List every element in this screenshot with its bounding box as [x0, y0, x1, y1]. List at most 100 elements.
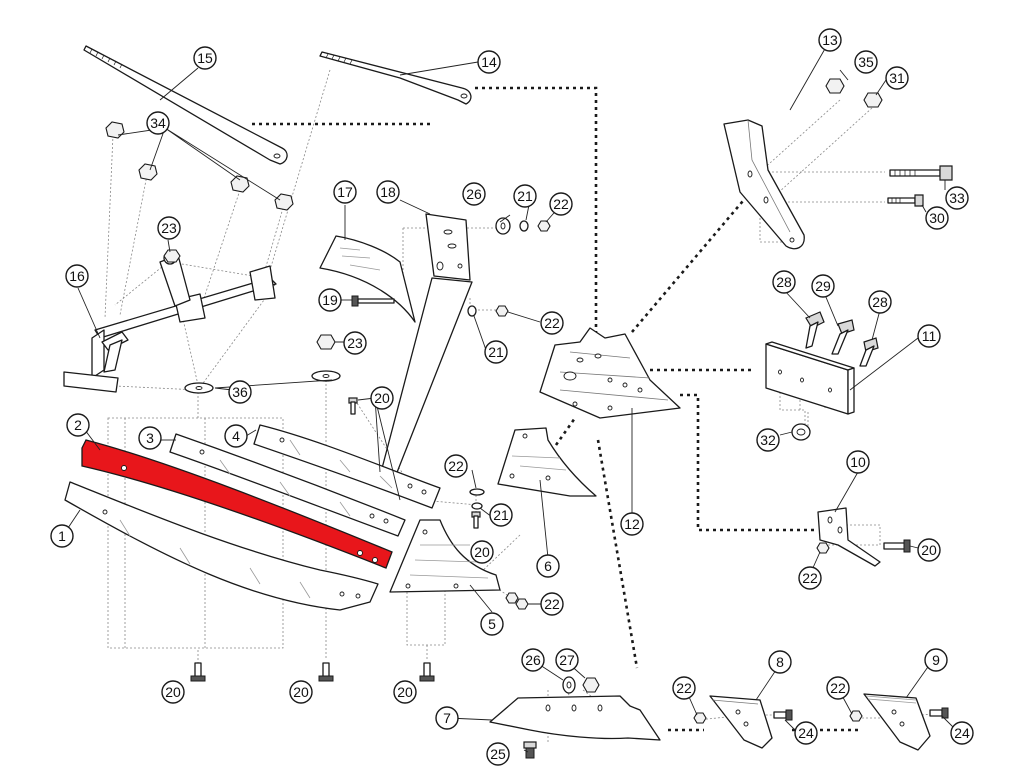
callout-8[interactable]: 8 — [768, 650, 792, 674]
callout-15[interactable]: 15 — [193, 46, 217, 70]
hardware-7-set — [523, 676, 600, 759]
callout-22-center[interactable]: 22 — [444, 454, 468, 478]
callout-24-left[interactable]: 24 — [794, 721, 818, 745]
callout-10[interactable]: 10 — [846, 450, 870, 474]
callout-22-right-label: 22 — [802, 570, 818, 586]
callout-2[interactable]: 2 — [66, 413, 90, 437]
callout-16[interactable]: 16 — [65, 264, 89, 288]
callout-22-upper-label: 22 — [553, 196, 569, 212]
callout-13[interactable]: 13 — [818, 28, 842, 52]
callout-33[interactable]: 33 — [945, 186, 969, 210]
callout-20-bottom-mid[interactable]: 20 — [289, 680, 313, 704]
callout-29[interactable]: 29 — [811, 274, 835, 298]
callout-36[interactable]: 36 — [228, 380, 252, 404]
callout-3-label: 3 — [146, 430, 154, 446]
part-18-bracket — [379, 213, 473, 481]
callout-22-mid[interactable]: 22 — [540, 311, 564, 335]
callout-20-bottom-left[interactable]: 20 — [161, 680, 185, 704]
callout-26-upper[interactable]: 26 — [462, 182, 486, 206]
callout-22-right-center[interactable]: 22 — [540, 592, 564, 616]
assembly-lines — [94, 69, 941, 742]
callout-28-right-label: 28 — [872, 294, 888, 310]
callout-31-label: 31 — [889, 70, 905, 86]
callout-20-upper-label: 20 — [374, 390, 390, 406]
part-6-shin — [497, 427, 597, 497]
callout-21-lower[interactable]: 21 — [489, 503, 513, 527]
callout-17-label: 17 — [337, 184, 353, 200]
part-23-nut-lower — [316, 334, 336, 350]
callout-13-label: 13 — [822, 32, 838, 48]
callout-7-label: 7 — [443, 710, 451, 726]
callout-12[interactable]: 12 — [620, 512, 644, 536]
part-17-deflector — [319, 235, 416, 323]
callout-35-label: 35 — [858, 54, 874, 70]
callout-36-label: 36 — [232, 384, 248, 400]
part-10-bracket — [817, 507, 881, 567]
callout-22-bottom-mid[interactable]: 22 — [672, 676, 696, 700]
callout-20-right[interactable]: 20 — [917, 538, 941, 562]
callout-34[interactable]: 34 — [146, 111, 170, 135]
callout-20-center-label: 20 — [474, 544, 490, 560]
callout-33-label: 33 — [949, 190, 965, 206]
callout-17[interactable]: 17 — [333, 180, 357, 204]
part-14-rod — [319, 51, 472, 105]
callout-28-right[interactable]: 28 — [868, 290, 892, 314]
callout-22-right-center-label: 22 — [544, 596, 560, 612]
callout-28-left-label: 28 — [776, 274, 792, 290]
callout-6[interactable]: 6 — [536, 554, 560, 578]
part-36-washer — [184, 370, 341, 394]
callout-20-bottom-right[interactable]: 20 — [393, 680, 417, 704]
callout-22-upper[interactable]: 22 — [549, 192, 573, 216]
callout-5-label: 5 — [488, 616, 496, 632]
callout-22-bottom-right[interactable]: 22 — [826, 676, 850, 700]
callout-24-right[interactable]: 24 — [950, 721, 974, 745]
callout-23-upper[interactable]: 23 — [157, 216, 181, 240]
callout-22-mid-label: 22 — [544, 315, 560, 331]
callout-21-lower-label: 21 — [493, 507, 509, 523]
part-34-nuts — [105, 121, 294, 211]
callout-35[interactable]: 35 — [854, 50, 878, 74]
callout-14[interactable]: 14 — [477, 50, 501, 74]
callout-23-upper-label: 23 — [161, 220, 177, 236]
callout-1[interactable]: 1 — [50, 524, 74, 548]
callout-3[interactable]: 3 — [138, 426, 162, 450]
part-13-standard — [723, 119, 805, 250]
part-8-point — [709, 695, 773, 749]
callout-12-label: 12 — [624, 516, 640, 532]
group-leader-lines — [252, 86, 858, 732]
part-23-nut-upper — [163, 249, 181, 263]
callout-31[interactable]: 31 — [885, 66, 909, 90]
part-19-bolt — [351, 295, 395, 307]
callout-11[interactable]: 11 — [917, 324, 941, 348]
callout-21-mid[interactable]: 21 — [484, 340, 508, 364]
callout-9[interactable]: 9 — [924, 648, 948, 672]
part-11-plate — [765, 341, 855, 415]
callout-21-upper[interactable]: 21 — [513, 184, 537, 208]
callout-5[interactable]: 5 — [480, 612, 504, 636]
callout-20-upper[interactable]: 20 — [370, 386, 394, 410]
callout-23-lower-label: 23 — [347, 335, 363, 351]
callout-23-lower[interactable]: 23 — [343, 331, 367, 355]
callout-20-bottom-left-label: 20 — [165, 684, 181, 700]
callout-16-label: 16 — [69, 268, 85, 284]
callout-25[interactable]: 25 — [486, 742, 510, 766]
callout-22-center-label: 22 — [448, 458, 464, 474]
callout-19[interactable]: 19 — [318, 288, 342, 312]
callout-20-center[interactable]: 20 — [470, 540, 494, 564]
callout-20-bottom-mid-label: 20 — [293, 684, 309, 700]
callout-26-lower[interactable]: 26 — [521, 648, 545, 672]
callout-25-label: 25 — [490, 746, 506, 762]
callout-9-label: 9 — [932, 652, 940, 668]
part-2-blade-highlighted — [81, 439, 393, 569]
part-5-shin-lower — [389, 519, 501, 593]
callout-27[interactable]: 27 — [555, 648, 579, 672]
callout-7[interactable]: 7 — [435, 706, 459, 730]
callout-4[interactable]: 4 — [224, 424, 248, 448]
callout-30[interactable]: 30 — [925, 206, 949, 230]
callout-28-left[interactable]: 28 — [772, 270, 796, 294]
callout-32[interactable]: 32 — [756, 428, 780, 452]
callout-22-right[interactable]: 22 — [798, 566, 822, 590]
callout-18[interactable]: 18 — [376, 180, 400, 204]
callout-26-lower-label: 26 — [525, 652, 541, 668]
